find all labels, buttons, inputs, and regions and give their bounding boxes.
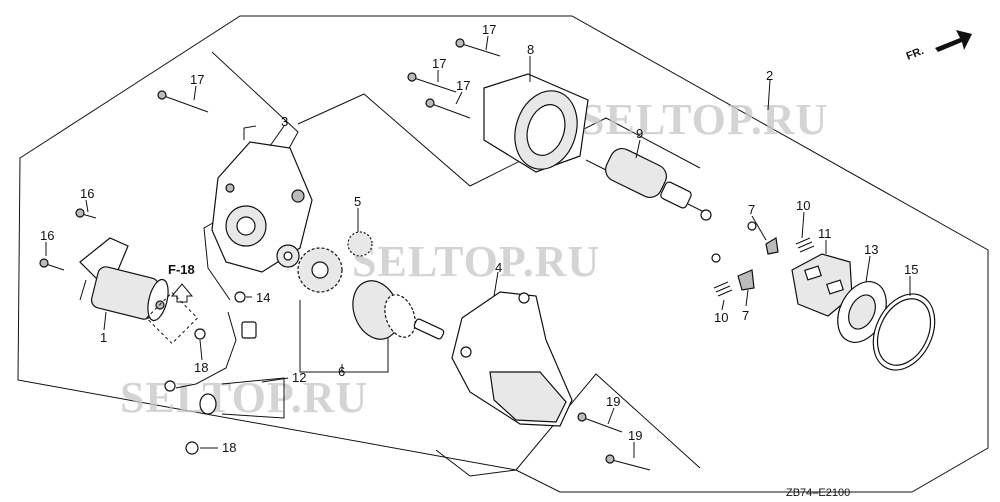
part-rear-housing: [211, 125, 313, 273]
callout-4: 4: [495, 260, 502, 275]
reference-f18: F-18: [168, 262, 195, 303]
front-direction-indicator: FR.: [905, 30, 972, 63]
part-wire-harness: [164, 311, 285, 419]
fr-arrow-icon: [935, 30, 972, 52]
callout-7: 7: [742, 308, 749, 323]
callout-19: 19: [628, 428, 642, 443]
callout-8: 8: [527, 42, 534, 57]
callout-numbers: 1 2 3 4 5 6 7 7 8 9 10 10 11 12 13 14 15…: [40, 22, 918, 455]
callout-7: 7: [748, 202, 755, 217]
callout-17: 17: [190, 72, 204, 87]
callout-15: 15: [904, 262, 918, 277]
assembly-boundary-frames: [17, 15, 989, 493]
part-armature: [585, 148, 712, 221]
callout-19: 19: [606, 394, 620, 409]
callout-18: 18: [194, 360, 208, 375]
callout-10: 10: [796, 198, 810, 213]
part-reduction-gears: [276, 231, 445, 340]
ref-label: F-18: [168, 262, 195, 277]
part-brush-holder: [791, 253, 853, 317]
drawing-code: ZB74–E2100: [786, 487, 850, 499]
callout-10: 10: [714, 310, 728, 325]
watermark: SELTOP.RU: [120, 373, 368, 422]
callout-16: 16: [80, 186, 94, 201]
part-front-housing: [451, 291, 573, 427]
part-yoke-housing: [483, 73, 589, 173]
callout-18: 18: [222, 440, 236, 455]
callout-16: 16: [40, 228, 54, 243]
callout-9: 9: [636, 126, 643, 141]
part-o-ring: [872, 293, 936, 371]
part-clips-and-springs: [711, 221, 815, 297]
callout-2: 2: [766, 68, 773, 83]
callout-5: 5: [354, 194, 361, 209]
watermark: SELTOP.RU: [580, 95, 828, 144]
callout-17: 17: [432, 56, 446, 71]
callout-1: 1: [100, 330, 107, 345]
part-starter-solenoid: [79, 237, 169, 322]
callout-17: 17: [456, 78, 470, 93]
callout-3: 3: [281, 114, 288, 129]
callout-11: 11: [818, 226, 832, 241]
callout-12: 12: [292, 370, 306, 385]
fr-label: FR.: [905, 45, 926, 63]
callout-17: 17: [482, 22, 496, 37]
watermark: SELTOP.RU: [352, 237, 600, 286]
up-arrow-icon: [170, 283, 194, 303]
leader-lines: [45, 35, 911, 458]
callout-14: 14: [256, 290, 270, 305]
callout-13: 13: [864, 242, 878, 257]
callout-6: 6: [338, 364, 345, 379]
